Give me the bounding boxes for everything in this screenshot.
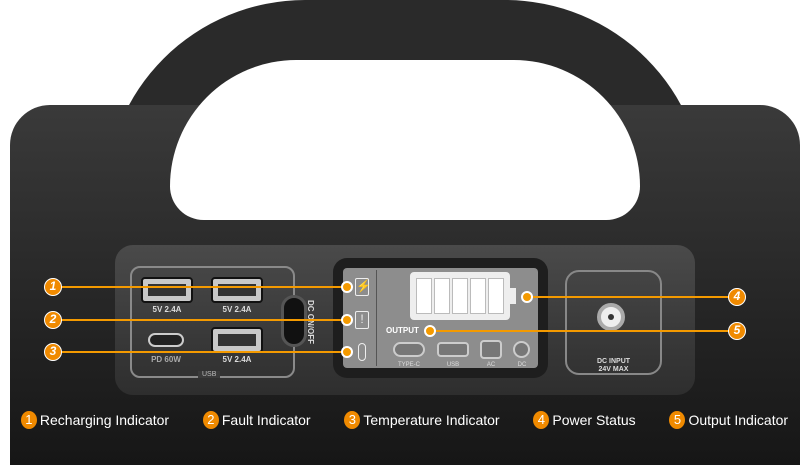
callout-number-2: 2	[44, 311, 62, 329]
screen-divider	[376, 270, 377, 366]
callout-dot-2	[341, 314, 353, 326]
output-type-label: USB	[446, 362, 460, 368]
legend-label: Power Status	[552, 412, 636, 428]
legend-label: Output Indicator	[688, 412, 789, 428]
battery-bar	[416, 278, 432, 314]
usb-c-port[interactable]	[148, 333, 184, 347]
callout-dot-4	[521, 291, 533, 303]
legend-label: Fault Indicator	[221, 412, 311, 428]
output-type-label: AC	[486, 362, 496, 368]
legend-number: 2	[202, 411, 219, 429]
legend-label: Recharging Indicator	[39, 412, 170, 428]
output-type-label: TYPE-C	[397, 362, 420, 368]
battery-bar	[452, 278, 468, 314]
callout-number-5: 5	[728, 322, 746, 340]
usb-group-label: USB	[198, 371, 221, 378]
callout-dot-5	[424, 325, 436, 337]
battery-bar	[488, 278, 504, 314]
callout-number-4: 4	[728, 288, 746, 306]
type-c-icon	[393, 342, 425, 357]
dc-input-panel	[565, 270, 662, 375]
callout-number-1: 1	[44, 278, 62, 296]
battery-tip	[510, 288, 516, 304]
legend-number: 4	[533, 411, 550, 429]
usb-icon	[437, 342, 469, 357]
legend-number: 1	[20, 411, 37, 429]
battery-bar	[470, 278, 486, 314]
fault-battery-icon: !	[355, 311, 369, 329]
battery-bar	[434, 278, 450, 314]
dc-input-line2: 24V MAX	[598, 366, 629, 373]
output-label: OUTPUT	[386, 326, 419, 335]
ac-outlet-icon	[480, 340, 502, 359]
battery-level-indicator	[410, 272, 510, 320]
legend-number: 3	[344, 411, 361, 429]
port-label: 5V 2.4A	[222, 305, 252, 314]
callout-number-3: 3	[44, 343, 62, 361]
port-label: 5V 2.4A	[222, 355, 252, 364]
handle-opening	[170, 60, 640, 220]
dc-input-line1: DC INPUT	[596, 358, 631, 365]
callout-dot-1	[341, 281, 353, 293]
callout-dot-3	[341, 346, 353, 358]
legend-label: Temperature Indicator	[363, 412, 500, 428]
dc-button-label: DC ON/OFF	[306, 300, 315, 344]
lightning-battery-icon: ⚡	[355, 278, 371, 296]
output-type-label: DC	[517, 362, 527, 368]
port-label: PD 60W	[151, 355, 181, 364]
port-label: 5V 2.4A	[152, 305, 182, 314]
callout-lines	[55, 286, 737, 353]
legend-number: 5	[669, 411, 686, 429]
thermometer-icon	[358, 343, 366, 361]
dc-input-jack[interactable]	[597, 303, 625, 331]
dc-icon	[513, 341, 530, 358]
